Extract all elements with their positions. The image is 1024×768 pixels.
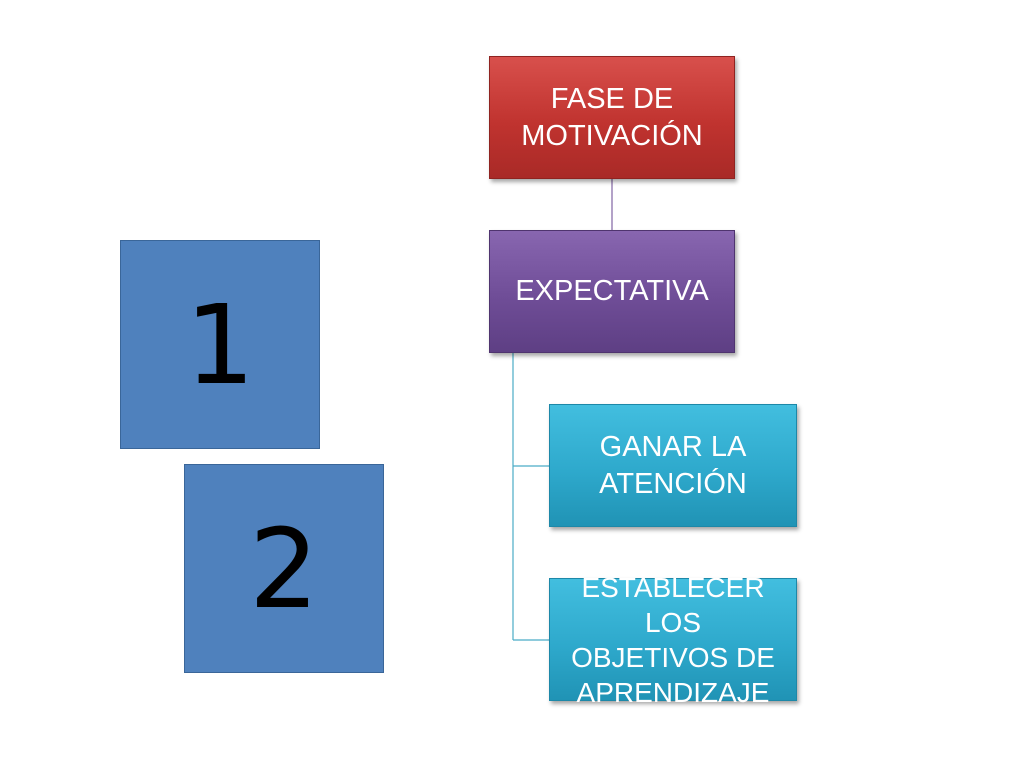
node-establecer-objetivos: ESTABLECER LOS OBJETIVOS DE APRENDIZAJE <box>549 572 797 708</box>
number-label-1: 1 <box>185 280 255 409</box>
node-label: GANAR LA ATENCIÓN <box>599 431 747 500</box>
node-fase-de-motivacion: FASE DE MOTIVACIÓN <box>489 56 735 179</box>
number-label-2: 2 <box>249 504 319 633</box>
number-box-1: 1 <box>120 240 320 449</box>
node-label: ESTABLECER LOS OBJETIVOS DE APRENDIZAJE <box>571 571 775 708</box>
node-expectativa: EXPECTATIVA <box>489 230 735 353</box>
node-ganar-la-atencion: GANAR LA ATENCIÓN <box>549 404 797 527</box>
node-label: EXPECTATIVA <box>515 275 709 308</box>
number-box-2: 2 <box>184 464 384 673</box>
node-label: FASE DE MOTIVACIÓN <box>521 83 703 152</box>
